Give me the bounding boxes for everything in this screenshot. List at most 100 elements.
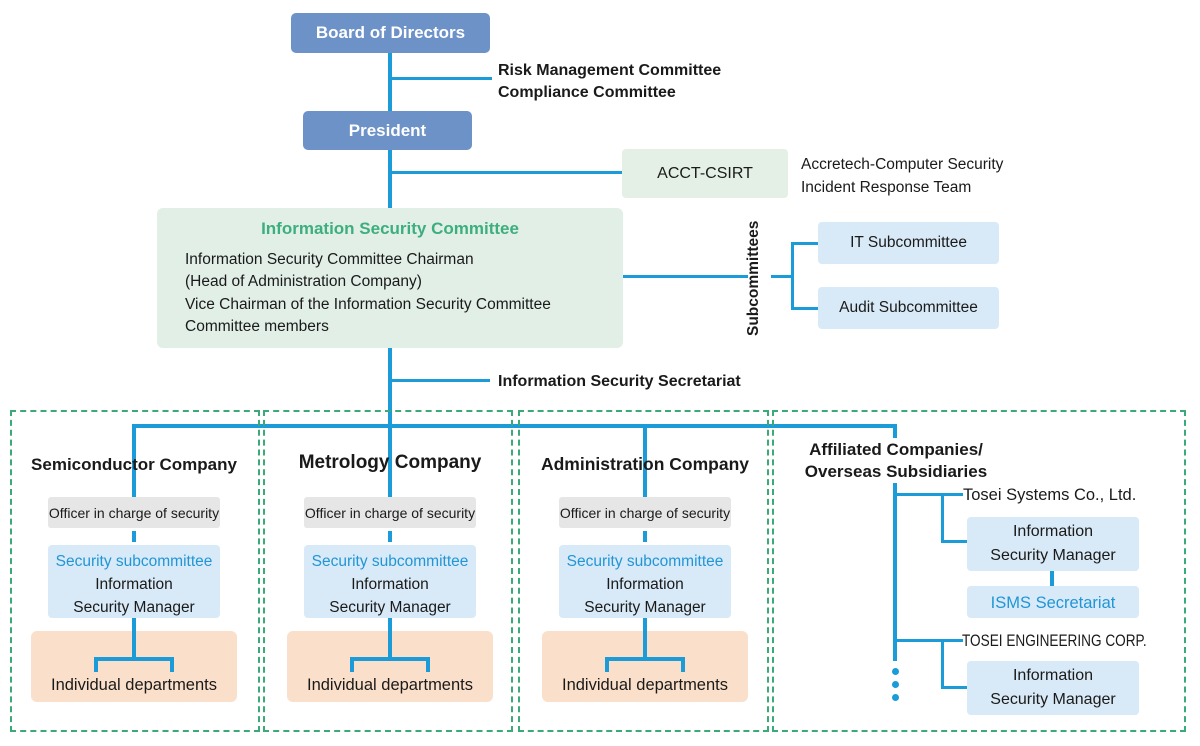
departments-label: Individual departments: [50, 676, 217, 694]
connector-officer-security: [132, 531, 136, 542]
committee-line-3: Vice Chairman of the Information Securit…: [185, 295, 551, 313]
dot: [892, 681, 899, 688]
compliance-committee-label: Compliance Committee: [498, 84, 676, 101]
dot: [892, 668, 899, 675]
connector-ism-isms: [1050, 571, 1054, 586]
continuation-dots: [892, 662, 899, 707]
trident-bar: [94, 657, 174, 661]
metrology-company-title: Metrology Company: [298, 452, 482, 473]
security-subcommittee-label: Security subcommittee: [566, 553, 724, 570]
subcommittees-label: Subcommittees: [745, 220, 762, 336]
it-subcommittee-box: IT Subcommittee: [818, 222, 999, 264]
connector-it-stub: [791, 242, 818, 245]
ism1-line1: Information: [1012, 523, 1094, 540]
audit-subcommittee-box: Audit Subcommittee: [818, 287, 999, 329]
committee-line-4: Committee members: [185, 317, 329, 335]
departments-label: Individual departments: [306, 676, 473, 694]
security-subcommittee-box: Security subcommittee Information Securi…: [48, 545, 220, 618]
connector-risk-branch: [390, 77, 492, 80]
departments-label: Individual departments: [561, 676, 728, 694]
affiliated-trunk: [893, 483, 897, 661]
ism2-line2: Security Manager: [990, 691, 1116, 708]
connector-tosei-systems-elbow-v: [941, 493, 944, 543]
connector-committee-companies: [388, 348, 392, 498]
connector-president-committee: [388, 150, 392, 208]
ism-label-line2: Security Manager: [329, 599, 451, 616]
security-subcommittee-label: Security subcommittee: [55, 553, 213, 570]
ism2-line1: Information: [1012, 667, 1094, 684]
acct-csirt-description: Accretech-Computer Security Incident Res…: [801, 153, 1003, 199]
trident-bar: [350, 657, 430, 661]
security-subcommittee-box: Security subcommittee Information Securi…: [304, 545, 476, 618]
risk-compliance-label: Risk Management Committee Compliance Com…: [498, 60, 721, 104]
connector-officer-security: [643, 531, 647, 542]
connector-subcommittees-bracket: [791, 243, 794, 310]
company-drop-line: [643, 424, 647, 498]
administration-section-frame: [518, 410, 769, 732]
semiconductor-section-frame: [10, 410, 260, 732]
ism-label-line2: Security Manager: [73, 599, 195, 616]
security-subcommittee-label: Security subcommittee: [311, 553, 469, 570]
connector-tosei-systems-elbow-h: [941, 540, 968, 543]
affiliated-section-title: Affiliated Companies/ Overseas Subsidiar…: [771, 439, 1021, 483]
affiliated-title-line2: Overseas Subsidiaries: [804, 462, 988, 481]
isms-secretariat-box: ISMS Secretariat: [967, 586, 1139, 618]
ism-label-line1: Information: [606, 576, 684, 593]
president-box: President: [303, 111, 472, 150]
connector-tosei-systems: [895, 493, 963, 496]
acct-desc-line1: Accretech-Computer Security: [801, 156, 1004, 173]
trident-prong-left: [605, 657, 609, 672]
information-security-committee-box: Information Security Committee Informati…: [157, 208, 623, 348]
ism-box-tosei-engineering: Information Security Manager: [967, 661, 1139, 715]
connector-board-president: [388, 53, 392, 111]
dot: [892, 694, 899, 701]
ism-box-tosei-systems: Information Security Manager: [967, 517, 1139, 571]
connector-main-horizontal: [134, 424, 897, 428]
ism-label-line2: Security Manager: [584, 599, 706, 616]
committee-title: Information Security Committee: [261, 219, 519, 238]
trident-bar: [605, 657, 685, 661]
ism-label-line1: Information: [95, 576, 173, 593]
security-subcommittee-box: Security subcommittee Information Securi…: [559, 545, 731, 618]
ism1-line2: Security Manager: [990, 547, 1116, 564]
connector-committee-subcommittees: [623, 275, 748, 278]
semiconductor-company-title: Semiconductor Company: [31, 455, 237, 474]
connector-audit-stub: [791, 307, 818, 310]
trident-prong-left: [94, 657, 98, 672]
trident-prong-right: [426, 657, 430, 672]
connector-subcommittees-stem: [771, 275, 793, 278]
connector-security-departments: [388, 618, 392, 660]
company-drop-line: [132, 424, 136, 498]
tosei-engineering-label: TOSEI ENGINEERING CORP.: [962, 631, 1147, 650]
trident-prong-right: [170, 657, 174, 672]
committee-line-2: (Head of Administration Company): [185, 273, 422, 291]
affiliated-trunk-top: [893, 424, 897, 438]
board-of-directors-box: Board of Directors: [291, 13, 490, 53]
committee-line-1: Information Security Committee Chairman: [185, 251, 474, 268]
connector-security-departments: [643, 618, 647, 660]
officer-box: Officer in charge of security: [304, 497, 476, 528]
connector-tosei-engineering: [895, 639, 963, 642]
risk-committee-label: Risk Management Committee: [498, 62, 722, 79]
connector-officer-security: [388, 531, 392, 542]
connector-secretariat-branch: [390, 379, 490, 382]
information-security-secretariat-label: Information Security Secretariat: [498, 373, 741, 390]
connector-acct-branch: [390, 171, 622, 174]
ism-label-line1: Information: [351, 576, 429, 593]
affiliated-title-line1: Affiliated Companies/: [809, 440, 983, 459]
departments-box: Individual departments: [31, 631, 237, 702]
trident-prong-right: [681, 657, 685, 672]
officer-box: Officer in charge of security: [48, 497, 220, 528]
trident-prong-left: [350, 657, 354, 672]
tosei-systems-label: Tosei Systems Co., Ltd.: [963, 486, 1137, 504]
officer-box: Officer in charge of security: [559, 497, 731, 528]
connector-security-departments: [132, 618, 136, 660]
acct-csirt-box: ACCT-CSIRT: [622, 149, 788, 198]
committee-members-list: Information Security Committee Chairman …: [185, 249, 551, 338]
administration-company-title: Administration Company: [540, 454, 750, 474]
affiliated-section-frame: [772, 410, 1186, 732]
acct-desc-line2: Incident Response Team: [801, 179, 972, 196]
connector-tosei-engineering-elbow-v: [941, 639, 944, 689]
connector-tosei-engineering-elbow-h: [941, 686, 968, 689]
